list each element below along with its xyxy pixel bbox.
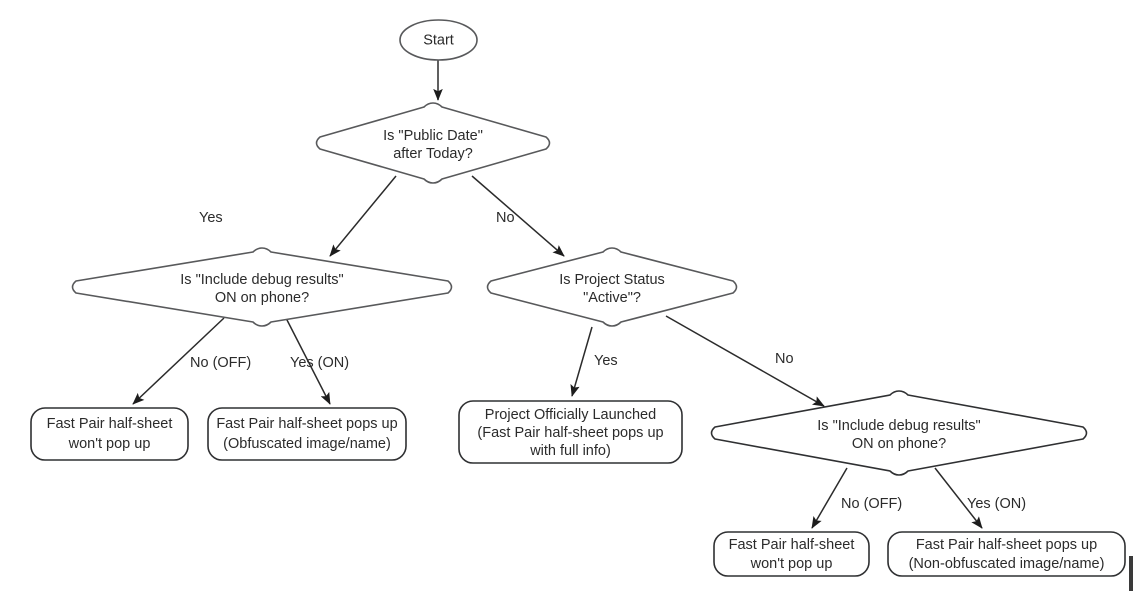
node-decision-project-status[interactable]: Is Project Status "Active"? xyxy=(486,247,738,327)
edge-label-public-date-no: No xyxy=(496,210,515,226)
node-decision-debug-right[interactable]: Is "Include debug results" ON on phone? xyxy=(710,390,1088,476)
result-right-yes-line1: Fast Pair half-sheet pops up xyxy=(916,537,1097,553)
public-date-line2: after Today? xyxy=(393,146,473,162)
edge-public-date-no xyxy=(471,175,565,257)
edge-debug-right-no xyxy=(811,467,848,529)
node-result-right-no[interactable]: Fast Pair half-sheet won't pop up xyxy=(713,531,870,577)
edges-layer xyxy=(132,60,983,529)
node-result-right-yes[interactable]: Fast Pair half-sheet pops up (Non-obfusc… xyxy=(887,531,1126,577)
result-right-yes-line2: (Non-obfuscated image/name) xyxy=(909,556,1105,572)
result-launched-rect xyxy=(458,400,683,464)
edge-debug-left-no xyxy=(132,317,225,405)
node-decision-public-date[interactable]: Is "Public Date" after Today? xyxy=(315,102,551,184)
node-result-launched[interactable]: Project Officially Launched (Fast Pair h… xyxy=(458,400,683,464)
edge-debug-left-yes xyxy=(285,317,331,405)
edge-labels-layer: Yes No No (OFF) Yes (ON) Yes No No (OFF)… xyxy=(190,210,1026,512)
project-status-line1: Is Project Status xyxy=(559,272,665,288)
public-date-line1: Is "Public Date" xyxy=(383,128,483,144)
result-right-no-line1: Fast Pair half-sheet xyxy=(729,537,855,553)
edge-label-public-date-yes: Yes xyxy=(199,210,223,226)
result-left-yes-line2: (Obfuscated image/name) xyxy=(223,436,391,452)
result-left-no-rect xyxy=(30,407,189,461)
result-left-yes-line1: Fast Pair half-sheet pops up xyxy=(216,416,397,432)
node-result-left-yes[interactable]: Fast Pair half-sheet pops up (Obfuscated… xyxy=(207,407,407,461)
result-launched-line1: Project Officially Launched xyxy=(485,407,656,423)
edge-project-status-no xyxy=(665,315,825,407)
debug-left-diamond xyxy=(71,247,453,327)
debug-left-line1: Is "Include debug results" xyxy=(180,272,343,288)
result-launched-line3: with full info) xyxy=(529,443,611,459)
result-right-yes-rect xyxy=(887,531,1126,577)
result-left-no-line2: won't pop up xyxy=(68,436,151,452)
public-date-diamond xyxy=(315,102,551,184)
start-ellipse xyxy=(399,19,478,61)
debug-left-line2: ON on phone? xyxy=(215,290,309,306)
result-right-no-line2: won't pop up xyxy=(750,556,833,572)
edge-label-debug-right-yes: Yes (ON) xyxy=(967,496,1026,512)
result-left-no-line1: Fast Pair half-sheet xyxy=(47,416,173,432)
debug-right-diamond xyxy=(710,390,1088,476)
debug-right-line2: ON on phone? xyxy=(852,436,946,452)
edge-project-status-yes xyxy=(570,326,593,397)
page-edge-artifact xyxy=(1129,556,1133,591)
result-left-yes-rect xyxy=(207,407,407,461)
nodes-layer: Start Is "Public Date" after Today? Is "… xyxy=(30,19,1126,577)
project-status-line2: "Active"? xyxy=(583,290,641,306)
edge-public-date-yes xyxy=(329,175,397,257)
start-label: Start xyxy=(423,32,454,48)
edge-label-debug-left-no: No (OFF) xyxy=(190,355,251,371)
edge-label-project-status-no: No xyxy=(775,351,794,367)
debug-right-line1: Is "Include debug results" xyxy=(817,418,980,434)
node-decision-debug-left[interactable]: Is "Include debug results" ON on phone? xyxy=(71,247,453,327)
result-right-no-rect xyxy=(713,531,870,577)
node-start[interactable]: Start xyxy=(399,19,478,61)
result-launched-line2: (Fast Pair half-sheet pops up xyxy=(477,425,663,441)
edge-label-debug-left-yes: Yes (ON) xyxy=(290,355,349,371)
edge-label-debug-right-no: No (OFF) xyxy=(841,496,902,512)
project-status-diamond xyxy=(486,247,738,327)
edge-debug-right-yes xyxy=(934,467,983,529)
node-result-left-no[interactable]: Fast Pair half-sheet won't pop up xyxy=(30,407,189,461)
edge-label-project-status-yes: Yes xyxy=(594,353,618,369)
